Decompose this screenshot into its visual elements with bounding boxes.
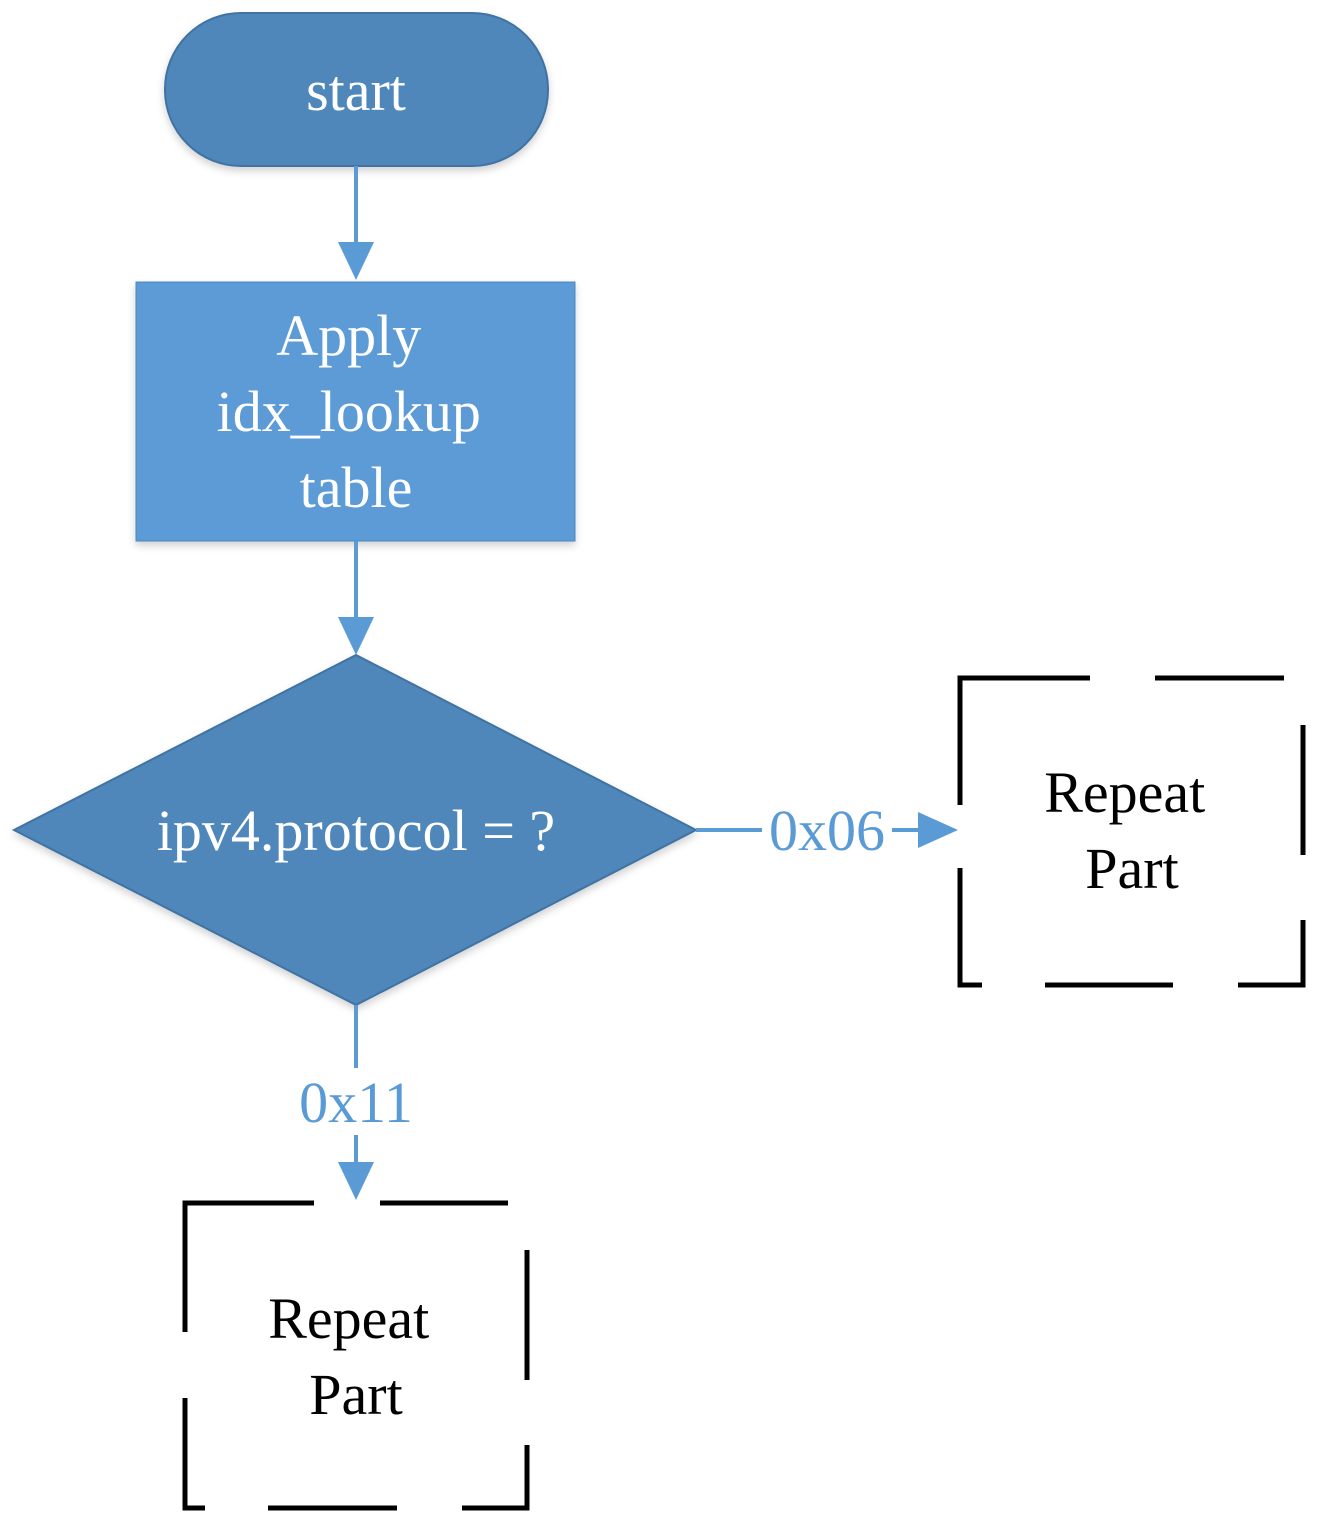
repeat-right-line-1: Repeat — [1044, 760, 1205, 825]
start-label: start — [306, 58, 406, 123]
repeat-right-dashed-border — [957, 675, 1306, 988]
process-line-2: idx_lookup — [217, 379, 481, 444]
repeat-bottom-line-1: Repeat — [268, 1286, 429, 1351]
repeat-bottom-dashed-border — [182, 1200, 530, 1511]
decision-label: ipv4.protocol = ? — [157, 798, 555, 863]
repeat-part-right: Repeat Part — [957, 675, 1306, 988]
repeat-bottom-label: Repeat Part — [268, 1286, 444, 1427]
branch-label-0x11: 0x11 — [299, 1070, 413, 1135]
branch-label-0x06: 0x06 — [769, 798, 885, 863]
decision-protocol: ipv4.protocol = ? — [11, 653, 699, 1007]
repeat-right-line-2: Part — [1085, 836, 1178, 901]
process-apply-table: Apply idx_lookup table — [135, 281, 576, 542]
repeat-part-bottom: Repeat Part — [182, 1200, 530, 1511]
repeat-bottom-line-2: Part — [309, 1362, 402, 1427]
process-shape — [135, 281, 576, 542]
edge-decision-to-repeat-right: 0x06 — [696, 798, 958, 863]
repeat-right-label: Repeat Part — [1044, 760, 1220, 901]
process-line-1: Apply — [276, 303, 421, 368]
process-label: Apply idx_lookup table — [217, 303, 496, 520]
process-line-3: table — [300, 455, 413, 520]
edge-decision-to-repeat-bottom: 0x11 — [299, 1005, 413, 1200]
edge-process-to-decision — [338, 541, 374, 655]
edge-start-to-process — [338, 166, 374, 280]
start-terminal: start — [164, 12, 549, 167]
